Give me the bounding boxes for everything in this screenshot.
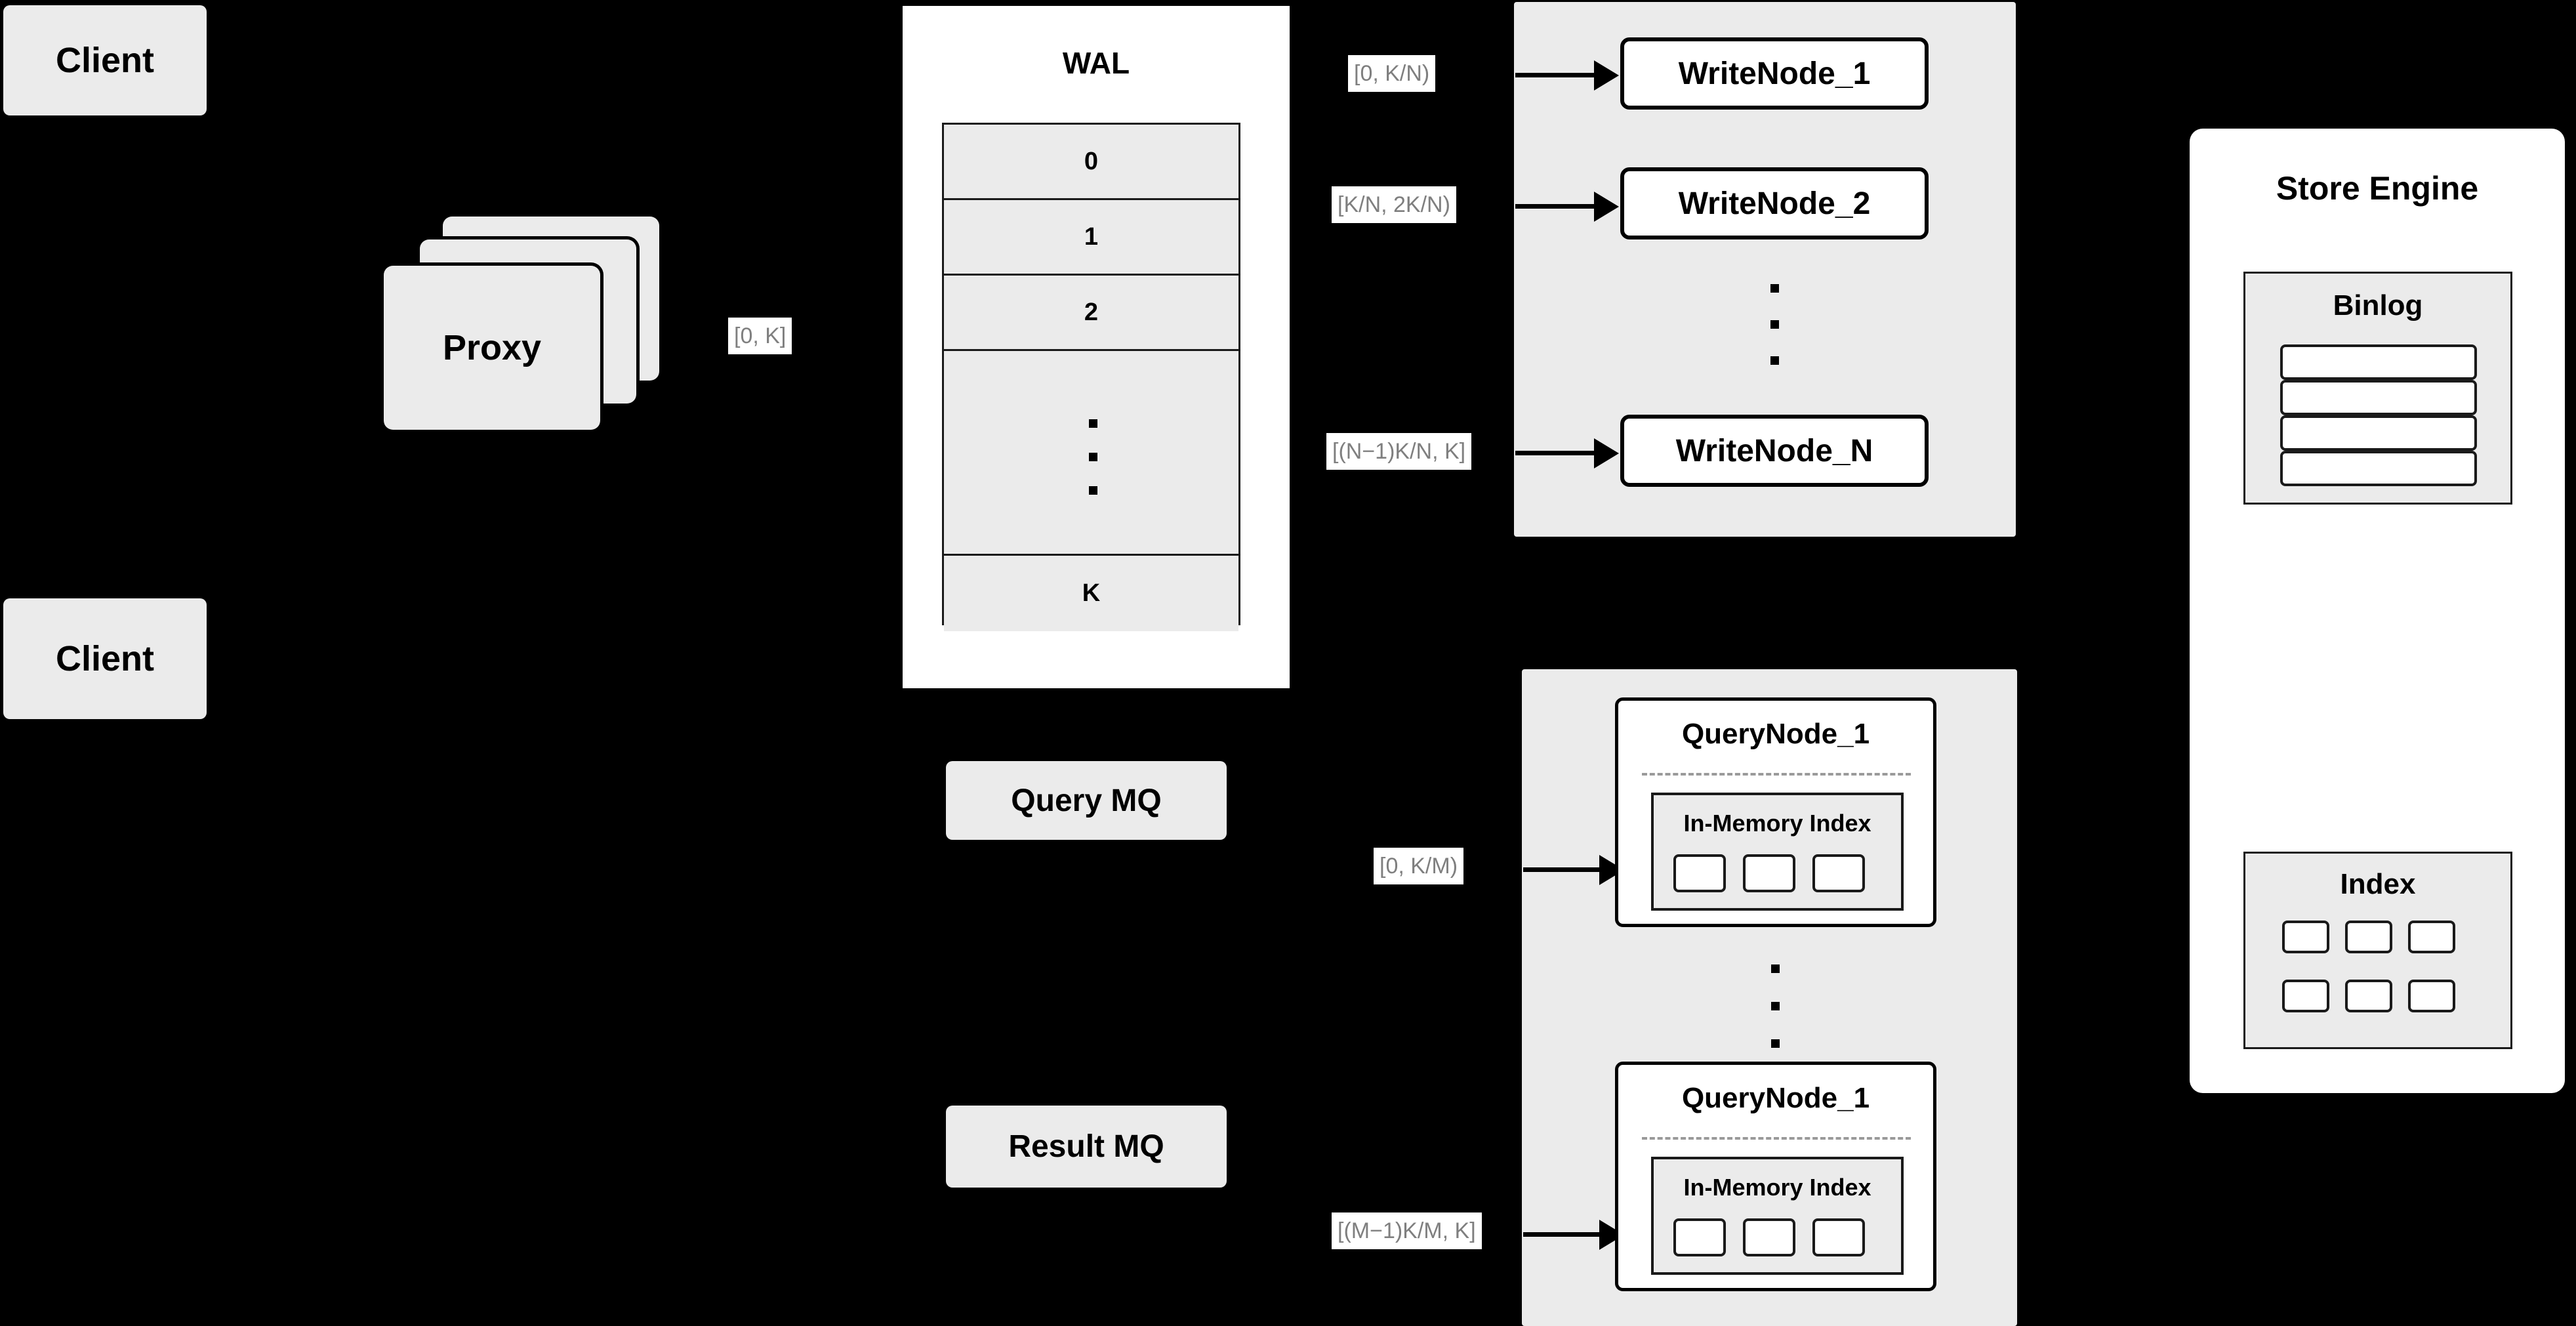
index-entry-3 bbox=[2408, 921, 2455, 953]
wal-row-label-k: K bbox=[1082, 579, 1101, 607]
arrow-head-write-node-n bbox=[1594, 438, 1619, 468]
wal-ellipsis-dot-1 bbox=[1089, 419, 1097, 428]
index-entry-6 bbox=[2408, 980, 2455, 1012]
wal-ellipsis-dot-2 bbox=[1089, 453, 1097, 461]
query-node-1[interactable]: QueryNode_1 In-Memory Index bbox=[1615, 697, 1936, 927]
binlog-panel: Binlog bbox=[2243, 272, 2512, 505]
arrow-line-write-node-1 bbox=[1515, 73, 1597, 77]
query-node-m-index-title: In-Memory Index bbox=[1683, 1174, 1871, 1201]
wal-title: WAL bbox=[1062, 46, 1130, 80]
query-node-m-in-memory-index: In-Memory Index bbox=[1651, 1157, 1904, 1275]
index-entry-2 bbox=[2345, 921, 2392, 953]
client-box-1[interactable]: Client bbox=[3, 5, 207, 115]
index-entry-1 bbox=[2282, 921, 2329, 953]
wal-row-2: 2 bbox=[944, 276, 1238, 351]
store-engine-title: Store Engine bbox=[2276, 170, 2479, 207]
range-tag-write-node-n: [(N−1)K/N, K] bbox=[1326, 433, 1472, 470]
wal-ellipsis-dot-3 bbox=[1089, 486, 1097, 495]
wal-box: WAL 0 1 2 K bbox=[899, 2, 1294, 692]
arrow-line-query-node-m bbox=[1523, 1232, 1602, 1237]
index-title: Index bbox=[2340, 868, 2416, 900]
proxy-card-front[interactable]: Proxy bbox=[384, 266, 600, 430]
index-panel: Index bbox=[2243, 852, 2512, 1049]
arrow-line-write-node-n bbox=[1515, 451, 1597, 455]
binlog-entry-2 bbox=[2280, 380, 2477, 415]
write-cluster-ellipsis-dot-3 bbox=[1770, 356, 1779, 365]
binlog-entry-3 bbox=[2280, 415, 2477, 451]
arrow-head-write-node-2 bbox=[1594, 192, 1619, 222]
arrow-line-query-node-1 bbox=[1523, 867, 1602, 872]
result-mq-label: Result MQ bbox=[1008, 1129, 1164, 1164]
arrow-head-index-icon bbox=[2165, 931, 2204, 972]
query-node-1-segment-3 bbox=[1812, 854, 1865, 892]
range-tag-write-node-2: [K/N, 2K/N) bbox=[1332, 186, 1456, 223]
wal-row-0: 0 bbox=[944, 125, 1238, 200]
range-tag-query-node-m: [(M−1)K/M, K] bbox=[1332, 1212, 1482, 1249]
query-node-m-divider bbox=[1642, 1137, 1911, 1140]
index-entry-5 bbox=[2345, 980, 2392, 1012]
arrow-head-binlog-icon bbox=[2165, 371, 2204, 412]
wal-row-label-0: 0 bbox=[1084, 147, 1099, 175]
binlog-title: Binlog bbox=[2333, 289, 2423, 321]
wal-row-ellipsis bbox=[944, 351, 1238, 556]
arrow-line-binlog bbox=[2121, 390, 2173, 394]
query-node-m-segment-2 bbox=[1743, 1218, 1795, 1256]
range-tag-proxy-to-wal: [0, K] bbox=[728, 318, 792, 354]
wal-table: 0 1 2 K bbox=[942, 123, 1240, 631]
client-label-2: Client bbox=[55, 639, 154, 678]
write-node-2[interactable]: WriteNode_2 bbox=[1620, 167, 1929, 239]
wal-row-label-2: 2 bbox=[1084, 298, 1099, 326]
client-box-2[interactable]: Client bbox=[3, 598, 207, 719]
result-mq-box[interactable]: Result MQ bbox=[946, 1106, 1227, 1188]
write-node-n[interactable]: WriteNode_N bbox=[1620, 415, 1929, 487]
write-cluster-ellipsis-dot-1 bbox=[1770, 284, 1779, 293]
binlog-entry-1 bbox=[2280, 344, 2477, 380]
query-node-1-divider bbox=[1642, 773, 1911, 776]
query-node-m[interactable]: QueryNode_1 In-Memory Index bbox=[1615, 1062, 1936, 1291]
client-label-1: Client bbox=[55, 41, 154, 80]
query-cluster-ellipsis-dot-3 bbox=[1771, 1039, 1780, 1048]
write-node-1[interactable]: WriteNode_1 bbox=[1620, 37, 1929, 110]
query-mq-label: Query MQ bbox=[1011, 783, 1162, 818]
write-node-2-label: WriteNode_2 bbox=[1678, 186, 1871, 221]
wal-row-1: 1 bbox=[944, 200, 1238, 276]
query-node-1-index-title: In-Memory Index bbox=[1683, 810, 1871, 837]
query-node-m-segment-3 bbox=[1812, 1218, 1865, 1256]
arrow-head-write-node-1 bbox=[1594, 60, 1619, 91]
query-node-m-segment-1 bbox=[1673, 1218, 1726, 1256]
store-engine-box: Store Engine Binlog Index bbox=[2190, 129, 2565, 1093]
arrow-line-write-node-2 bbox=[1515, 204, 1597, 209]
query-node-m-title: QueryNode_1 bbox=[1681, 1082, 1870, 1114]
query-cluster-ellipsis-dot-1 bbox=[1771, 964, 1780, 973]
query-mq-box[interactable]: Query MQ bbox=[946, 761, 1227, 840]
proxy-label: Proxy bbox=[442, 328, 542, 367]
write-cluster-ellipsis-dot-2 bbox=[1770, 320, 1779, 329]
write-node-1-label: WriteNode_1 bbox=[1678, 56, 1871, 91]
query-node-1-segment-1 bbox=[1673, 854, 1726, 892]
wal-row-label-1: 1 bbox=[1084, 222, 1099, 251]
wal-row-k: K bbox=[944, 556, 1238, 631]
index-entry-4 bbox=[2282, 980, 2329, 1012]
binlog-entry-4 bbox=[2280, 451, 2477, 486]
query-cluster-ellipsis-dot-2 bbox=[1771, 1002, 1780, 1010]
range-tag-write-node-1: [0, K/N) bbox=[1348, 55, 1436, 92]
arrow-line-index bbox=[2121, 949, 2173, 953]
query-node-1-title: QueryNode_1 bbox=[1681, 718, 1870, 750]
write-node-n-label: WriteNode_N bbox=[1675, 433, 1873, 468]
query-node-1-segment-2 bbox=[1743, 854, 1795, 892]
range-tag-query-node-1: [0, K/M) bbox=[1374, 848, 1464, 884]
query-node-1-in-memory-index: In-Memory Index bbox=[1651, 793, 1904, 911]
